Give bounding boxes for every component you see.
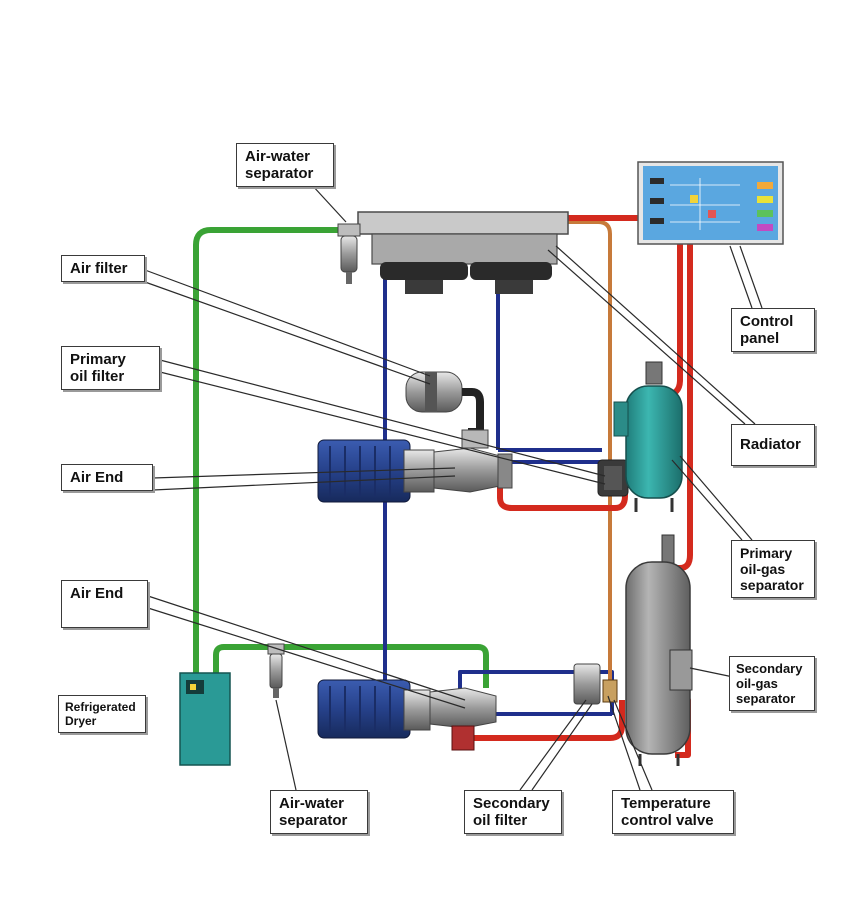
secondary-oil-filter bbox=[573, 663, 601, 705]
air-filter bbox=[405, 371, 489, 449]
label-temperature-control-valve: Temperature control valve bbox=[612, 790, 734, 834]
copper-lines bbox=[430, 220, 612, 690]
refrigerated-dryer bbox=[179, 672, 231, 766]
primary-oil-gas-separator bbox=[613, 361, 683, 512]
label-air-water-separator-top: Air-water separator bbox=[236, 143, 334, 187]
label-primary-oil-filter: Primary oil filter bbox=[61, 346, 160, 390]
label-secondary-oil-gas-separator: Secondary oil-gas separator bbox=[729, 656, 815, 711]
label-air-end-top: Air End bbox=[61, 464, 153, 491]
air-water-separator-bottom bbox=[267, 643, 285, 698]
temperature-control-valve bbox=[602, 679, 618, 703]
control-panel bbox=[637, 161, 784, 245]
label-refrigerated-dryer: Refrigerated Dryer bbox=[58, 695, 146, 733]
primary-oil-filter bbox=[597, 459, 629, 497]
secondary-oil-gas-separator bbox=[625, 534, 693, 766]
label-air-water-separator-bottom: Air-water separator bbox=[270, 790, 368, 834]
motor-bottom bbox=[317, 679, 431, 739]
label-air-end-bottom: Air End bbox=[61, 580, 148, 628]
air-water-separator-top bbox=[337, 223, 361, 284]
label-primary-oil-gas-separator: Primary oil-gas separator bbox=[731, 540, 815, 598]
green-air-lines bbox=[193, 227, 489, 688]
label-air-filter: Air filter bbox=[61, 255, 145, 282]
label-control-panel: Control panel bbox=[731, 308, 815, 352]
leader-lines bbox=[144, 171, 763, 791]
air-end-bottom bbox=[429, 687, 497, 751]
label-secondary-oil-filter: Secondary oil filter bbox=[464, 790, 562, 834]
label-radiator: Radiator bbox=[731, 424, 815, 466]
air-end-top bbox=[433, 447, 513, 493]
radiator bbox=[357, 211, 569, 294]
